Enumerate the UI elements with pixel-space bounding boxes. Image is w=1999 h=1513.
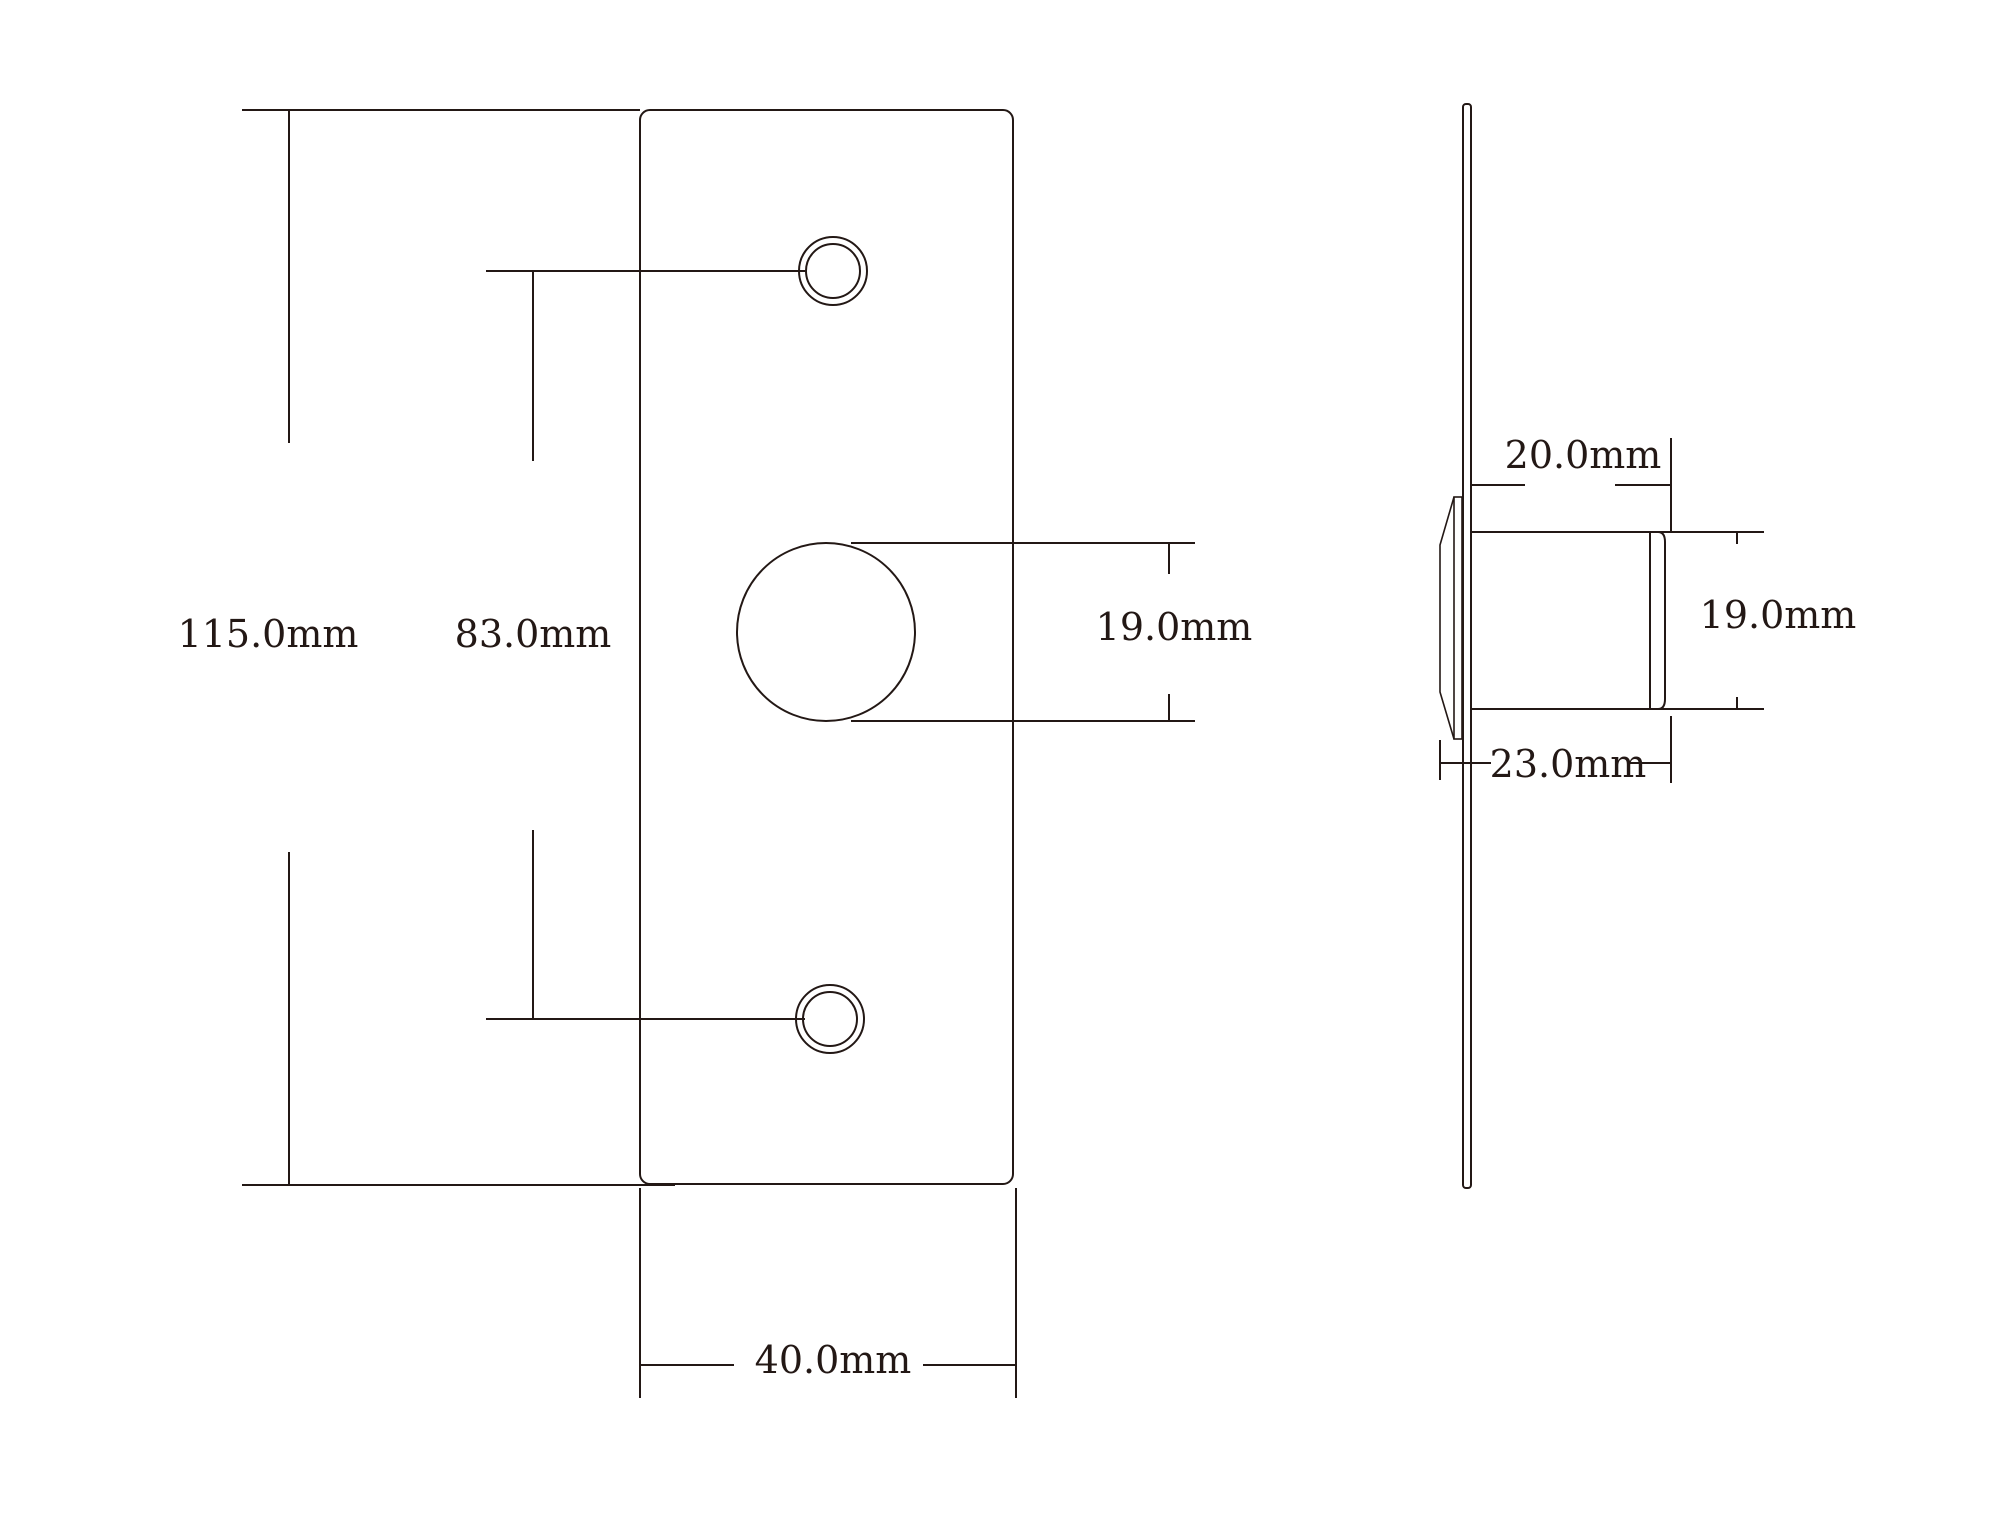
bottom-screw-hole-outer — [795, 984, 865, 1054]
button-diameter-label: 19.0mm — [1096, 605, 1253, 649]
total-depth-dimension: 23.0mm — [1439, 716, 1672, 786]
hole-spacing-dimension: 83.0mm — [455, 270, 805, 1020]
side-bezel — [1453, 496, 1463, 740]
height-dimension: 115.0mm — [178, 109, 675, 1186]
side-button-diameter-label: 19.0mm — [1700, 593, 1857, 637]
hole-spacing-label: 83.0mm — [455, 612, 612, 656]
side-view: 20.0mm 19.0mm 23.0mm — [1439, 103, 1857, 1189]
top-screw-hole-outer — [798, 236, 868, 306]
body-length-label: 20.0mm — [1505, 433, 1662, 477]
side-bezel-chamfer — [1439, 496, 1455, 740]
total-depth-label: 23.0mm — [1490, 742, 1647, 786]
side-button-diameter-dimension: 19.0mm — [1518, 531, 1857, 710]
top-screw-hole-inner — [805, 243, 861, 299]
push-button-circle — [736, 542, 916, 722]
plate-outline — [639, 109, 1014, 1185]
width-dimension: 40.0mm — [639, 1188, 1017, 1398]
side-button-body — [1470, 531, 1651, 710]
bottom-screw-hole-inner — [802, 991, 858, 1047]
side-plate — [1462, 103, 1472, 1189]
height-label: 115.0mm — [178, 612, 359, 656]
front-view: 115.0mm 83.0mm 19.0mm 40.0mm — [178, 109, 1253, 1398]
button-diameter-dimension: 19.0mm — [851, 542, 1253, 722]
width-label: 40.0mm — [755, 1338, 912, 1382]
body-length-dimension: 20.0mm — [1471, 433, 1672, 532]
side-button-cap — [1650, 531, 1666, 710]
